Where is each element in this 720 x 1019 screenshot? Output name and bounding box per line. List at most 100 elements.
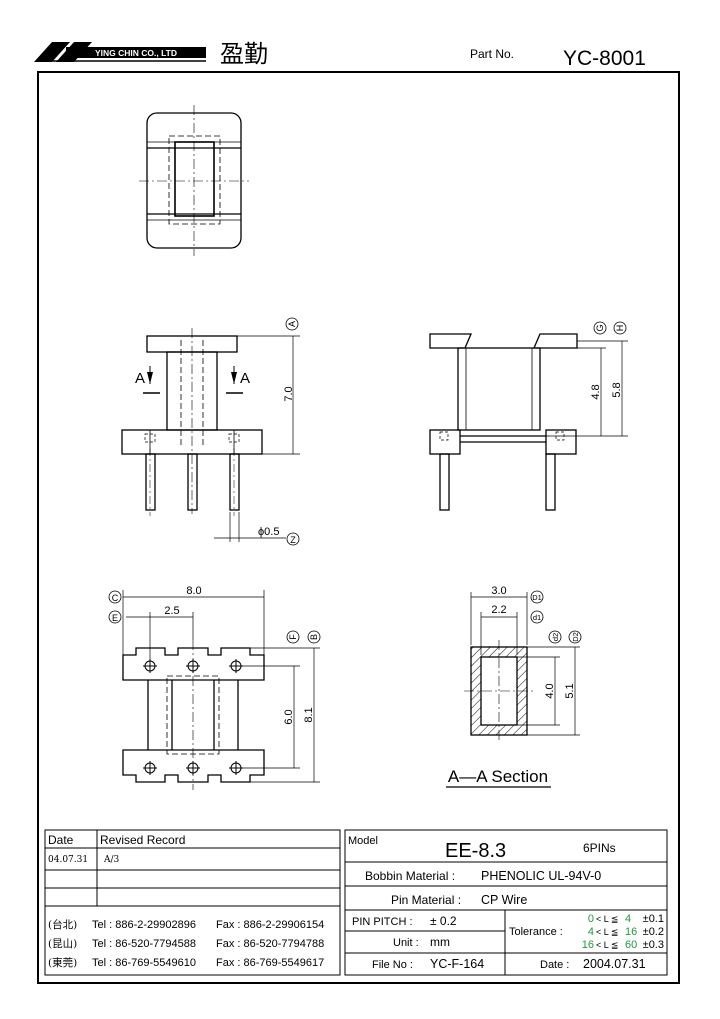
label-D1-circle xyxy=(530,590,544,604)
tol-low: 0 xyxy=(588,913,594,925)
label-d1-circle xyxy=(530,610,544,624)
dimension-3-0-2-2 xyxy=(470,592,528,655)
contact-tel: Tel : 886-2-29902896 xyxy=(92,919,196,931)
revision-table xyxy=(44,829,341,976)
tol-value: ±0.2 xyxy=(643,926,664,938)
label-C-circle xyxy=(108,590,122,604)
contact-city: (昆山) xyxy=(48,938,77,950)
tol-mid: < L ≦ xyxy=(596,927,618,937)
label-A: A xyxy=(287,321,297,327)
label-D2-circle xyxy=(568,630,582,644)
file-no-value: YC-F-164 xyxy=(430,957,484,971)
label-H-circle xyxy=(613,321,627,335)
dimension-4-0-5-1 xyxy=(517,646,580,736)
contact-fax: Fax : 86-520-7794788 xyxy=(216,938,324,950)
pin-material-label: Pin Material : xyxy=(391,893,461,907)
dim-3-0: 3.0 xyxy=(491,585,506,597)
dim-6-0: 6.0 xyxy=(283,709,295,724)
bottom-view xyxy=(122,640,265,790)
label-d1: d1 xyxy=(533,613,541,622)
company-name-en: YING CHIN CO., LTD xyxy=(95,48,177,58)
label-G: G xyxy=(595,324,605,331)
dim-8-0: 8.0 xyxy=(186,585,201,597)
record-row-record: A/3 xyxy=(103,855,120,865)
date-label: Date : xyxy=(540,959,569,971)
dim-8-1: 8.1 xyxy=(303,707,315,722)
dimension-8-0-2-5 xyxy=(122,590,265,660)
label-d2: d2 xyxy=(551,633,560,641)
contact-city: (台北) xyxy=(48,918,77,931)
tol-high: 4 xyxy=(625,913,631,925)
dimension-7-0 xyxy=(237,335,300,455)
tol-low: 4 xyxy=(588,926,594,938)
tol-high: 60 xyxy=(625,939,637,951)
label-D1: D1 xyxy=(532,593,542,602)
tol-value: ±0.1 xyxy=(643,913,664,925)
spec-table xyxy=(344,829,668,976)
contact-tel: Tel : 86-520-7794588 xyxy=(92,938,196,950)
file-no-label: File No : xyxy=(372,959,413,971)
record-row-date: 04.07.31 xyxy=(48,855,88,865)
label-F: F xyxy=(288,634,298,640)
tolerance-label: Tolerance : xyxy=(509,926,563,938)
pin-pitch-label: PIN PITCH : xyxy=(352,916,413,928)
dim-7-0: 7.0 xyxy=(283,386,295,401)
label-Z-circle xyxy=(286,532,300,546)
dim-2-2: 2.2 xyxy=(491,604,506,616)
contact-tel: Tel : 86-769-5549610 xyxy=(92,957,196,969)
label-G-circle xyxy=(593,321,607,335)
tol-low: 16 xyxy=(582,939,594,951)
label-H: H xyxy=(615,325,625,332)
label-E-circle xyxy=(108,610,122,624)
side-view xyxy=(429,333,578,511)
date-value: 2004.07.31 xyxy=(583,957,646,971)
label-Z: Z xyxy=(290,535,296,545)
record-col-revised: Revised Record xyxy=(100,833,185,847)
dim-4-0: 4.0 xyxy=(544,683,556,698)
dimension-pin-diameter xyxy=(214,512,286,542)
contact-fax: Fax : 86-769-5549617 xyxy=(216,957,324,969)
company-name-cn: 盈勤 xyxy=(220,40,268,68)
part-no-value: YC-8001 xyxy=(563,47,646,70)
tol-mid: < L ≦ xyxy=(596,914,618,924)
sheet-frame xyxy=(37,71,680,984)
dimension-4-8-5-8 xyxy=(540,340,628,437)
contact-fax: Fax : 886-2-29906154 xyxy=(216,919,324,931)
label-B: B xyxy=(309,634,319,640)
label-d2-circle xyxy=(548,630,562,644)
section-marker-left: A xyxy=(135,370,145,387)
label-E: E xyxy=(112,613,118,623)
dim-pin-diameter: ϕ0.5 xyxy=(258,526,279,538)
section-title: A—A Section xyxy=(448,767,548,786)
label-A-circle xyxy=(285,317,299,331)
bobbin-material-label: Bobbin Material : xyxy=(365,869,455,883)
model-label: Model xyxy=(348,835,378,847)
unit-value: mm xyxy=(430,935,450,949)
label-B-circle xyxy=(307,630,321,644)
dim-4-8: 4.8 xyxy=(590,384,602,399)
contact-city: (東莞) xyxy=(48,956,77,969)
label-D2: D2 xyxy=(571,632,580,642)
pin-pitch-value: ± 0.2 xyxy=(430,914,457,928)
dim-5-8: 5.8 xyxy=(611,382,623,397)
part-no-label: Part No. xyxy=(470,47,514,61)
tol-high: 16 xyxy=(625,926,637,938)
label-F-circle xyxy=(286,630,300,644)
front-view xyxy=(121,328,263,516)
dim-2-5: 2.5 xyxy=(164,605,179,617)
section-view xyxy=(464,640,534,742)
unit-label: Unit : xyxy=(393,937,419,949)
pin-material-value: CP Wire xyxy=(481,893,527,907)
label-C: C xyxy=(112,593,119,603)
section-marker-right: A xyxy=(240,370,250,387)
record-col-date: Date xyxy=(48,833,74,847)
dim-5-1: 5.1 xyxy=(564,683,576,698)
model-value: EE-8.3 xyxy=(445,840,506,862)
dimension-6-0-8-1 xyxy=(236,647,320,783)
bobbin-material-value: PHENOLIC UL-94V-0 xyxy=(481,869,601,883)
pin-count: 6PINs xyxy=(583,841,616,855)
company-logo: YING CHIN CO., LTD xyxy=(34,42,206,62)
top-view xyxy=(139,105,249,256)
tol-value: ±0.3 xyxy=(643,939,664,951)
